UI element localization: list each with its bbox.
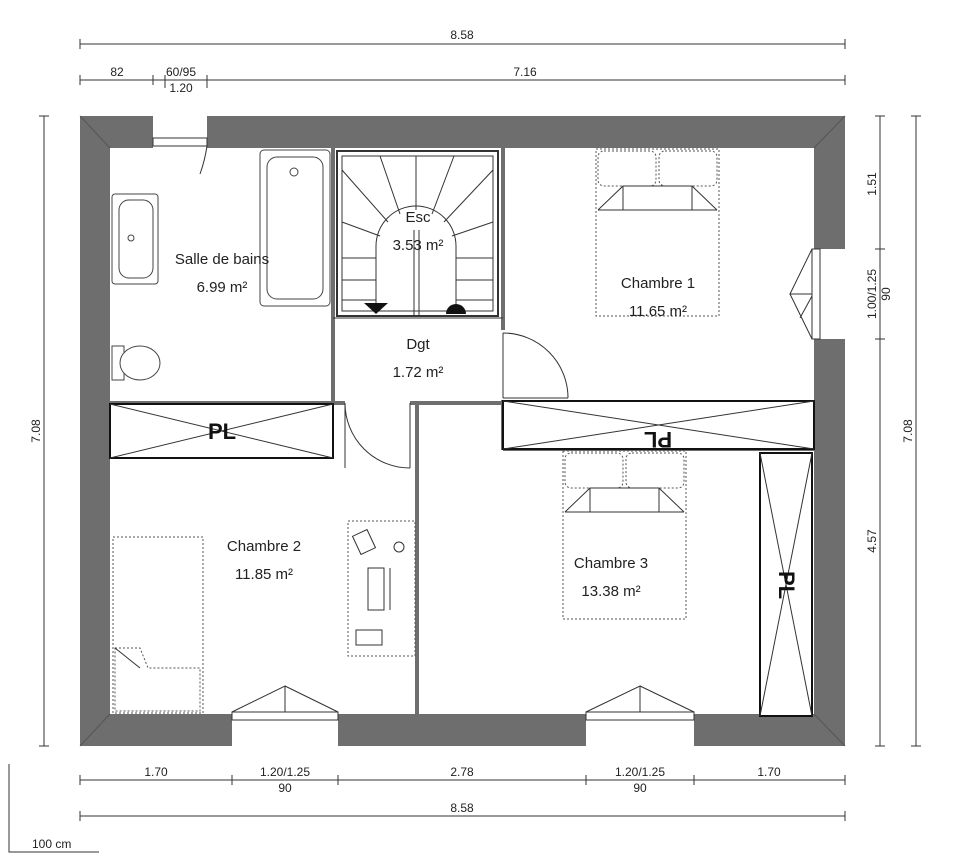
room-name-chambre-1: Chambre 1	[621, 275, 695, 292]
dim-right-seg-3: 4.57	[865, 529, 879, 553]
window-bottom-right	[585, 685, 695, 721]
room-area-chambre-2: 11.85 m²	[235, 566, 293, 583]
dim-bottom-seg-1: 1.70	[144, 765, 168, 779]
room-name-salle-de-bains: Salle de bains	[175, 251, 269, 268]
scale-bar: 100 cm	[8, 764, 99, 853]
room-name-esc: Esc	[405, 209, 431, 226]
room-area-chambre-3: 13.38 m²	[581, 583, 640, 600]
closet-label: PL	[208, 419, 236, 444]
dim-left-total: 7.08	[29, 419, 43, 443]
dim-bottom-total: 8.58	[450, 801, 474, 815]
room-area-dgt: 1.72 m²	[393, 364, 444, 381]
dim-right-seg-2: 1.00/1.25	[865, 269, 879, 319]
window-bottom-left	[231, 685, 339, 721]
dim-bottom-seg-4: 1.20/1.25	[615, 765, 665, 779]
closet-chambre-3: PL	[759, 452, 813, 717]
bottom-dimensions: 1.70 1.20/1.25 90 2.78 1.20/1.25 90 1.70…	[79, 765, 846, 821]
scale-label: 100 cm	[32, 837, 71, 851]
door-dgt-chambre2	[344, 402, 411, 469]
room-area-esc: 3.53 m²	[393, 237, 444, 254]
room-name-chambre-2: Chambre 2	[227, 538, 301, 555]
closet-label: PL	[774, 571, 799, 599]
dim-bottom-seg-4-sub: 90	[633, 781, 647, 795]
dim-top-seg-2: 60/95	[166, 65, 196, 79]
room-name-chambre-3: Chambre 3	[574, 555, 648, 572]
dim-top-seg-2-sub: 1.20	[169, 81, 193, 95]
closet-chambre-2: PL	[109, 403, 334, 459]
bed-chambre-3	[562, 450, 687, 620]
top-dimensions: 8.58 82 60/95 1.20 7.16	[79, 28, 846, 95]
dim-right-seg-1: 1.51	[865, 172, 879, 196]
closet-label: PL	[644, 427, 672, 452]
bed-chambre-1	[595, 148, 720, 317]
bed-chambre-2	[112, 536, 204, 714]
room-area-salle-de-bains: 6.99 m²	[197, 279, 248, 296]
dim-top-seg-3: 7.16	[513, 65, 537, 79]
window-right	[789, 248, 821, 340]
dim-right-total: 7.08	[901, 419, 915, 443]
sink	[111, 193, 159, 285]
dim-bottom-seg-3: 2.78	[450, 765, 474, 779]
dim-top-total: 8.58	[450, 28, 474, 42]
desk	[347, 520, 416, 657]
room-name-dgt: Dgt	[406, 336, 430, 353]
dim-top-seg-1: 82	[110, 65, 124, 79]
dim-right-seg-2-sub: 90	[879, 287, 893, 301]
dim-bottom-seg-5: 1.70	[757, 765, 781, 779]
right-dimensions: 1.51 1.00/1.25 90 4.57 7.08	[865, 115, 921, 747]
room-labels: Salle de bains 6.99 m² Esc 3.53 m² Chamb…	[175, 209, 695, 600]
left-dimensions: 7.08	[29, 115, 49, 747]
window-top	[152, 137, 208, 175]
exterior-walls	[79, 115, 846, 747]
staircase	[336, 150, 499, 317]
door-dgt-chambre1	[502, 332, 569, 399]
dim-bottom-seg-2-sub: 90	[278, 781, 292, 795]
room-area-chambre-1: 11.65 m²	[629, 303, 687, 320]
bathtub	[259, 149, 331, 307]
closet-chambre-1: PL	[502, 400, 815, 452]
toilet	[111, 345, 161, 381]
dim-bottom-seg-2: 1.20/1.25	[260, 765, 310, 779]
